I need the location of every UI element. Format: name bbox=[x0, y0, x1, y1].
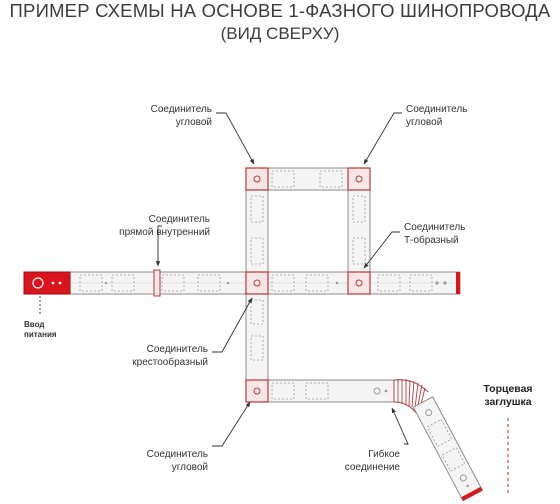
label-corner-bottom: Соединитель угловой bbox=[110, 448, 208, 474]
label-corner-top-right: Соединитель угловой bbox=[406, 103, 496, 129]
label-line: Гибкое bbox=[368, 449, 400, 460]
track-dots-horizontal bbox=[104, 281, 447, 285]
label-line: угловой bbox=[171, 462, 208, 473]
label-flexible: Гибкое соединение bbox=[300, 448, 400, 474]
page-subtitle: (ВИД СВЕРХУ) bbox=[220, 24, 340, 43]
label-line: Соединитель bbox=[146, 344, 208, 355]
straight-internal-connector bbox=[153, 269, 161, 297]
label-line: угловой bbox=[175, 117, 212, 128]
label-line: Т-образный bbox=[404, 235, 459, 246]
label-line: питания bbox=[24, 330, 57, 339]
callout-lines bbox=[39, 112, 509, 496]
upper-loop-modules bbox=[250, 170, 366, 265]
label-line: Соединитель bbox=[406, 104, 468, 115]
label-line: прямой внутренний bbox=[119, 227, 210, 238]
label-power-input: Ввод питания bbox=[24, 320, 64, 340]
page-title: ПРИМЕР СХЕМЫ НА ОСНОВЕ 1-ФАЗНОГО ШИНОПРО… bbox=[9, 0, 551, 21]
label-line: Соединитель bbox=[146, 449, 208, 460]
diagonal-track bbox=[412, 396, 484, 502]
label-line: соединение bbox=[344, 462, 400, 473]
label-line: Соединитель bbox=[148, 214, 210, 225]
track-modules-horizontal bbox=[79, 274, 433, 292]
label-straight-internal: Соединитель прямой внутренний bbox=[80, 213, 210, 239]
corner-connector-top-right bbox=[347, 167, 371, 191]
label-line: крестообразный bbox=[132, 357, 208, 368]
label-cross-connector: Соединитель крестообразный bbox=[100, 343, 208, 369]
label-line: заглушка bbox=[484, 396, 532, 408]
t-connector bbox=[347, 271, 371, 295]
label-t-connector: Соединитель Т-образный bbox=[404, 221, 504, 247]
label-corner-top-left: Соединитель угловой bbox=[126, 103, 212, 129]
label-line: угловой bbox=[406, 117, 443, 128]
power-input-block bbox=[23, 271, 71, 295]
upper-loop-tracks bbox=[245, 167, 371, 295]
cross-connector bbox=[245, 271, 269, 295]
label-end-cap: Торцевая заглушка bbox=[470, 383, 546, 409]
end-cap-right bbox=[456, 272, 460, 294]
label-line: Торцевая bbox=[483, 383, 533, 395]
label-line: Ввод bbox=[24, 320, 45, 329]
corner-connector-top-left bbox=[245, 167, 269, 191]
corner-connector-bottom bbox=[245, 379, 269, 403]
label-line: Соединитель bbox=[150, 104, 212, 115]
label-line: Соединитель bbox=[404, 222, 466, 233]
